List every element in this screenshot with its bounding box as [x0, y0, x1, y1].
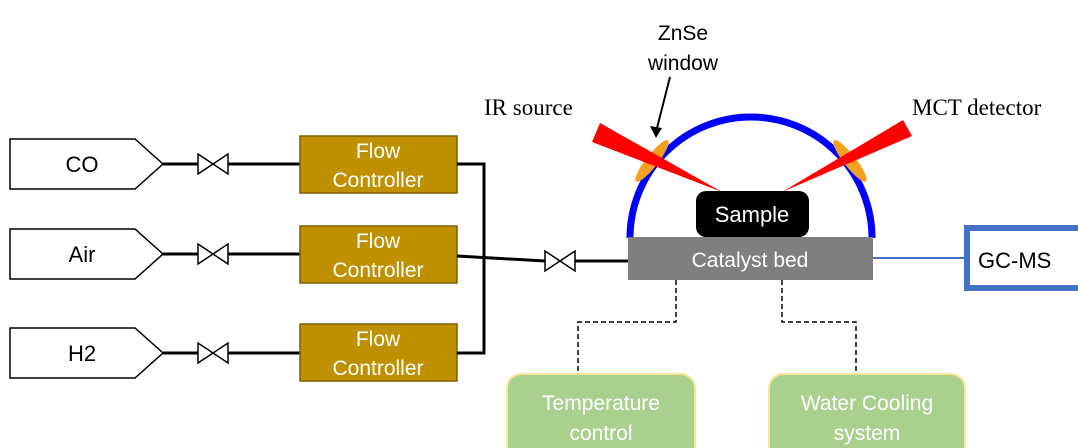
water-cooling-box [768, 373, 966, 448]
flow-controller-label-line2: Controller [332, 169, 423, 192]
gas-source-h2: H2 [9, 327, 165, 379]
catalyst-bed-label: Catalyst bed [692, 249, 809, 272]
znse-pointer-arrow [655, 76, 671, 133]
reaction-cell-dome [626, 113, 876, 239]
gas-label-co: CO [66, 152, 99, 177]
flow-controller-label-line1: Flow [356, 328, 401, 351]
temperature-control-label-line1: Temperature [542, 392, 660, 415]
gas-lines [163, 162, 300, 355]
ir-beam-reflected [782, 120, 912, 192]
ir-source-label: IR source [484, 95, 573, 120]
sample-block [696, 191, 809, 237]
gas-label-h2: H2 [68, 341, 96, 366]
gas-source-air: Air [9, 228, 165, 280]
znse-label-line1: ZnSe [658, 22, 708, 45]
water-cooling-label-line2: system [834, 422, 901, 445]
flow-controller-h2: Flow Controller [299, 323, 458, 382]
gc-ms-box [964, 225, 1078, 291]
flow-controller-co: Flow Controller [299, 135, 458, 194]
gas-source-co: CO [9, 138, 165, 190]
gc-ms-label: GC-MS [978, 248, 1051, 273]
catalyst-bed [628, 237, 873, 280]
valve-icon[interactable] [544, 249, 576, 273]
valve-icon[interactable] [197, 152, 229, 176]
flow-controller-label-line2: Controller [332, 357, 423, 380]
cooling-link [781, 280, 857, 374]
water-cooling-label-line1: Water Cooling [801, 392, 933, 415]
mct-detector-label: MCT detector [912, 95, 1042, 120]
temperature-link [577, 280, 677, 374]
gas-label-air: Air [69, 242, 96, 267]
temperature-control-box [506, 373, 696, 448]
znse-label-line2: window [647, 52, 719, 75]
valve-icon[interactable] [197, 242, 229, 266]
manifold-lines [456, 162, 628, 355]
flow-controller-label-line2: Controller [332, 259, 423, 282]
flow-controller-air: Flow Controller [299, 225, 458, 284]
znse-pointer-arrowhead [650, 126, 662, 138]
flow-controller-label-line1: Flow [356, 140, 401, 163]
ir-beam-incident [592, 123, 722, 192]
temperature-control-label-line2: control [569, 422, 632, 445]
valve-icon[interactable] [197, 341, 229, 365]
sample-label: Sample [715, 202, 790, 227]
flow-controller-label-line1: Flow [356, 230, 401, 253]
